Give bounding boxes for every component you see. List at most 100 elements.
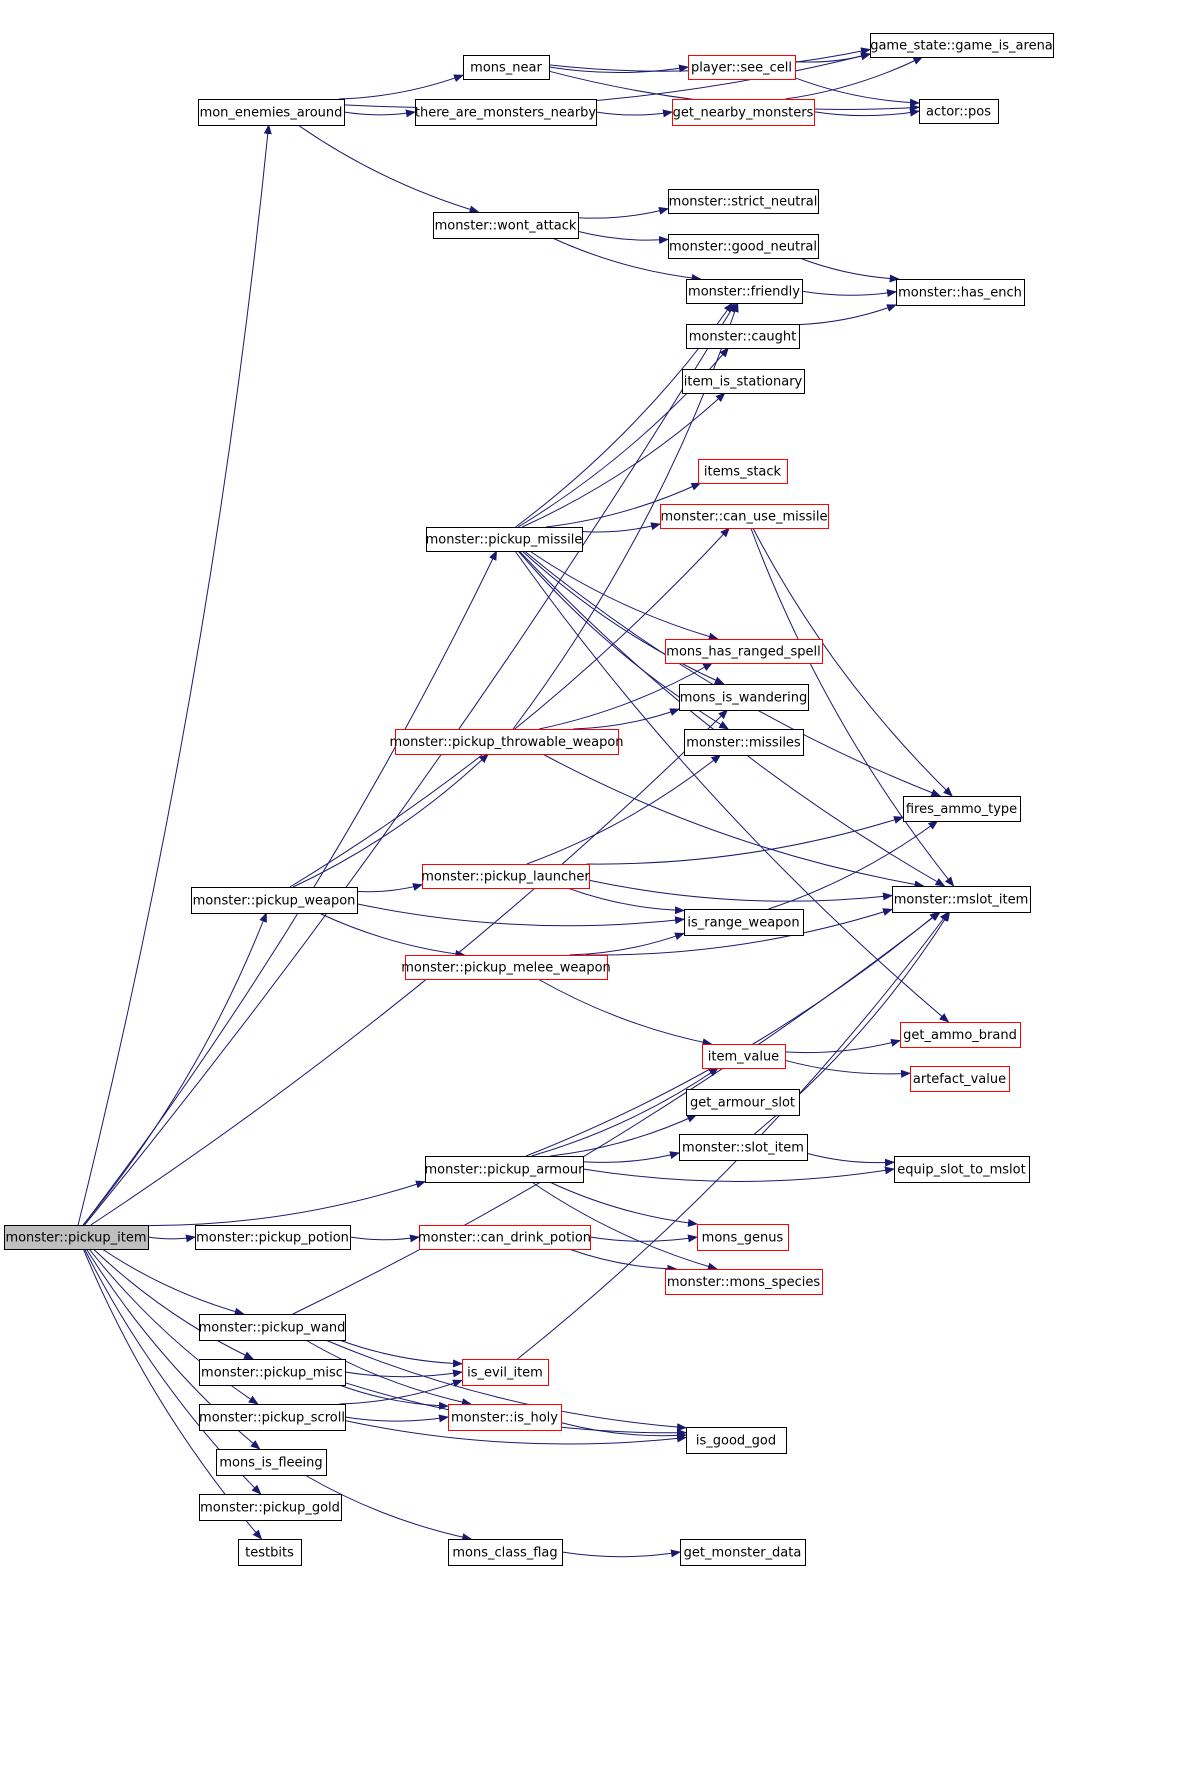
node-can_drink_potion[interactable]: monster::can_drink_potion xyxy=(418,1225,591,1250)
node-pickup_scroll[interactable]: monster::pickup_scroll xyxy=(199,1404,346,1431)
node-get_armour_slot[interactable]: get_armour_slot xyxy=(686,1089,800,1116)
edge-there_are_monsters_nearby-to-get_nearby_monsters xyxy=(595,109,673,118)
node-is_range_weapon[interactable]: is_range_weapon xyxy=(684,909,804,936)
node-get_nearby_monsters[interactable]: get_nearby_monsters xyxy=(672,99,815,126)
edge-pickup_weapon-to-pickup_launcher xyxy=(356,883,423,893)
node-label: player::see_cell xyxy=(691,61,792,76)
node-can_use_missile[interactable]: monster::can_use_missile xyxy=(660,504,829,529)
node-box xyxy=(660,504,829,529)
edge-mons_is_fleeing-to-mons_class_flag xyxy=(304,1474,473,1542)
node-actor_pos[interactable]: actor::pos xyxy=(919,99,999,124)
node-label: monster::pickup_missile xyxy=(426,533,583,548)
node-box xyxy=(686,1427,787,1454)
node-get_ammo_brand[interactable]: get_ammo_brand xyxy=(900,1022,1021,1048)
node-equip_slot_to_mslot[interactable]: equip_slot_to_mslot xyxy=(894,1156,1030,1183)
edge-pickup_missile-to-items_stack xyxy=(546,482,702,528)
node-label: get_ammo_brand xyxy=(903,1028,1017,1043)
node-pickup_launcher[interactable]: monster::pickup_launcher xyxy=(421,864,590,889)
node-label: monster::missiles xyxy=(686,736,801,751)
edges-layer xyxy=(77,47,955,1558)
edge-mon_enemies_around-to-wont_attack xyxy=(297,124,480,214)
node-box xyxy=(900,1022,1021,1048)
node-items_stack[interactable]: items_stack xyxy=(698,459,788,484)
node-label: get_armour_slot xyxy=(690,1096,795,1111)
node-pickup_missile[interactable]: monster::pickup_missile xyxy=(426,527,583,552)
node-label: testbits xyxy=(245,1546,294,1561)
edge-wont_attack-to-good_neutral xyxy=(577,230,669,245)
edge-pickup_weapon-to-pickup_melee_weapon xyxy=(318,912,466,958)
node-pickup_misc[interactable]: monster::pickup_misc xyxy=(199,1359,346,1386)
edge-pickup_throwable_weapon-to-mslot_item xyxy=(542,753,925,889)
node-testbits[interactable]: testbits xyxy=(238,1539,302,1566)
node-label: get_nearby_monsters xyxy=(673,106,814,121)
edge-friendly-to-has_ench xyxy=(801,289,897,298)
node-box xyxy=(191,887,358,914)
node-mons_has_ranged_spell[interactable]: mons_has_ranged_spell xyxy=(665,639,823,664)
node-pickup_item[interactable]: monster::pickup_item xyxy=(4,1225,149,1250)
node-box xyxy=(679,1134,808,1161)
node-mons_is_fleeing[interactable]: mons_is_fleeing xyxy=(216,1449,327,1476)
node-box xyxy=(448,1404,562,1431)
node-item_is_stationary[interactable]: item_is_stationary xyxy=(682,369,805,394)
node-label: monster::pickup_scroll xyxy=(199,1411,345,1426)
node-box xyxy=(426,527,583,552)
node-label: monster::pickup_armour xyxy=(424,1163,584,1178)
node-label: monster::has_ench xyxy=(898,286,1022,301)
node-fires_ammo_type[interactable]: fires_ammo_type xyxy=(903,796,1021,822)
node-pickup_wand[interactable]: monster::pickup_wand xyxy=(199,1314,346,1341)
node-box xyxy=(216,1449,327,1476)
node-mons_class_flag[interactable]: mons_class_flag xyxy=(448,1539,563,1566)
node-mons_species[interactable]: monster::mons_species xyxy=(665,1269,823,1295)
node-is_good_god[interactable]: is_good_god xyxy=(686,1427,787,1454)
node-game_is_arena[interactable]: game_state::game_is_arena xyxy=(870,33,1054,58)
node-caught[interactable]: monster::caught xyxy=(686,324,800,349)
edge-pickup_missile-to-fires_ammo_type xyxy=(524,550,942,797)
edge-pickup_potion-to-can_drink_potion xyxy=(349,1234,420,1243)
edge-pickup_armour-to-slot_item xyxy=(582,1151,680,1163)
node-strict_neutral[interactable]: monster::strict_neutral xyxy=(668,189,819,214)
node-see_cell[interactable]: player::see_cell xyxy=(688,55,796,80)
node-good_neutral[interactable]: monster::good_neutral xyxy=(668,234,819,259)
node-slot_item[interactable]: monster::slot_item xyxy=(679,1134,808,1161)
edge-pickup_armour-to-item_value xyxy=(531,1067,719,1157)
edge-pickup_missile-to-can_use_missile xyxy=(581,522,661,533)
node-label: actor::pos xyxy=(926,105,991,120)
node-wont_attack[interactable]: monster::wont_attack xyxy=(433,212,579,239)
node-mons_is_wandering[interactable]: mons_is_wandering xyxy=(679,684,809,711)
edge-pickup_item-to-pickup_potion xyxy=(147,1234,196,1243)
edge-pickup_armour-to-mons_genus xyxy=(549,1181,698,1227)
node-pickup_potion[interactable]: monster::pickup_potion xyxy=(195,1225,351,1250)
node-label: monster::pickup_launcher xyxy=(421,870,590,885)
node-mons_genus[interactable]: mons_genus xyxy=(697,1224,789,1251)
node-box xyxy=(686,324,800,349)
node-pickup_armour[interactable]: monster::pickup_armour xyxy=(424,1156,584,1183)
edge-pickup_wand-to-is_holy xyxy=(305,1339,472,1407)
node-pickup_melee_weapon[interactable]: monster::pickup_melee_weapon xyxy=(401,955,611,980)
edge-pickup_melee_weapon-to-is_range_weapon xyxy=(569,932,685,956)
edge-pickup_missile-to-mons_has_ranged_spell xyxy=(529,550,719,641)
edge-pickup_item-to-pickup_wand xyxy=(101,1248,245,1316)
node-friendly[interactable]: monster::friendly xyxy=(686,279,803,304)
node-mons_near[interactable]: mons_near xyxy=(463,55,550,80)
node-item_value[interactable]: item_value xyxy=(702,1044,786,1069)
edge-can_use_missile-to-fires_ammo_type xyxy=(752,527,953,797)
edge-pickup_item-to-mon_enemies_around xyxy=(77,124,272,1226)
edge-pickup_item-to-pickup_misc xyxy=(93,1248,255,1360)
node-has_ench[interactable]: monster::has_ench xyxy=(896,279,1025,306)
node-get_monster_data[interactable]: get_monster_data xyxy=(680,1539,806,1566)
node-pickup_weapon[interactable]: monster::pickup_weapon xyxy=(191,887,358,914)
node-pickup_gold[interactable]: monster::pickup_gold xyxy=(199,1494,342,1521)
node-there_are_monsters_nearby[interactable]: there_are_monsters_nearby xyxy=(415,99,597,126)
node-mslot_item[interactable]: monster::mslot_item xyxy=(892,886,1031,913)
node-pickup_throwable_weapon[interactable]: monster::pickup_throwable_weapon xyxy=(389,729,624,755)
node-label: is_range_weapon xyxy=(687,916,799,931)
node-box xyxy=(702,1044,786,1069)
node-missiles[interactable]: monster::missiles xyxy=(684,729,804,756)
node-label: mons_is_wandering xyxy=(680,691,808,706)
node-box xyxy=(425,1156,584,1183)
node-is_holy[interactable]: monster::is_holy xyxy=(448,1404,562,1431)
edge-pickup_item-to-friendly xyxy=(84,302,737,1226)
node-mon_enemies_around[interactable]: mon_enemies_around xyxy=(198,99,345,126)
node-is_evil_item[interactable]: is_evil_item xyxy=(462,1359,549,1386)
node-artefact_value[interactable]: artefact_value xyxy=(910,1066,1010,1092)
